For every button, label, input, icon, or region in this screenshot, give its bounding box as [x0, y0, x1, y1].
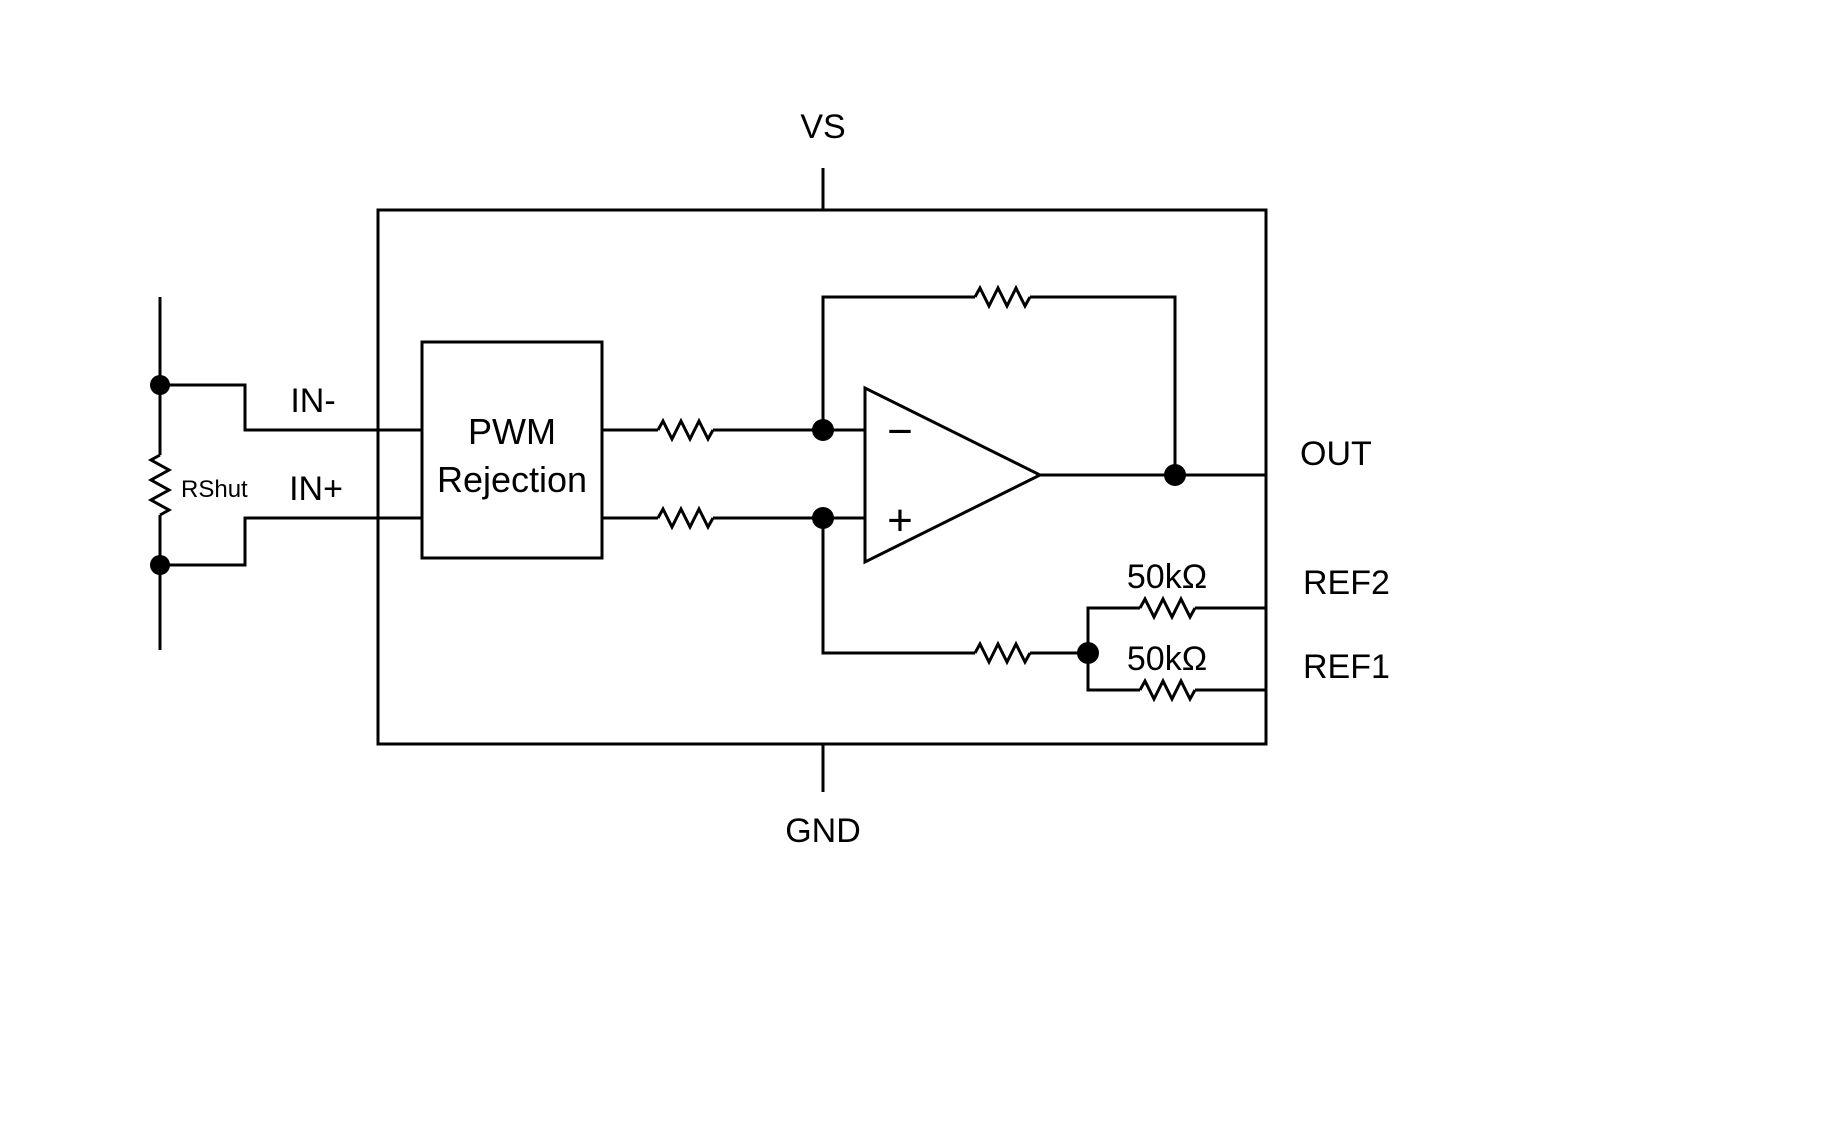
in-minus-pin-label: IN-: [290, 382, 335, 420]
pwm-block-label-line2: Rejection: [437, 459, 587, 500]
ref2-resistor-value-label: 50kΩ: [1127, 558, 1207, 596]
in-plus-input-wire: [160, 516, 422, 567]
reference-divider-junction-dot: [1077, 642, 1099, 664]
ref1-branch-wire-left: [1086, 653, 1140, 692]
noninverting-input-resistor: [656, 505, 715, 531]
feedback-bottom-wire-left: [821, 518, 975, 655]
feedback-top-resistor: [973, 284, 1032, 310]
noninverting-input-junction-dot: [812, 507, 834, 529]
pwm-rejection-block: [420, 340, 604, 560]
opamp-triangle: [863, 385, 1044, 565]
in-minus-input-wire: [160, 383, 422, 432]
inverting-input-junction-dot: [812, 419, 834, 441]
ref2-resistor: [1138, 595, 1197, 621]
out-pin-label: OUT: [1300, 435, 1372, 473]
feedback-top-wire-right: [1030, 295, 1177, 475]
shunt-bottom-junction-dot: [150, 555, 170, 575]
shunt-top-junction-dot: [150, 375, 170, 395]
output-feedback-junction-dot: [1164, 464, 1186, 486]
in-plus-pin-label: IN+: [289, 470, 343, 508]
ref1-resistor-value-label: 50kΩ: [1127, 640, 1207, 678]
feedback-bottom-resistor: [973, 640, 1032, 666]
opamp-noninverting-input-sign: +: [887, 496, 913, 545]
pwm-block-label-line1: PWM: [468, 411, 556, 452]
gnd-pin-label: GND: [785, 812, 861, 850]
opamp-inverting-input-sign: −: [887, 407, 913, 456]
vs-pin-label: VS: [800, 108, 845, 146]
shunt-resistor-label: RShut: [181, 476, 248, 503]
ref2-branch-wire-left: [1086, 606, 1140, 653]
ref2-pin-label: REF2: [1303, 564, 1390, 602]
feedback-top-wire-left: [821, 295, 975, 430]
inverting-input-resistor: [656, 417, 715, 443]
ref1-pin-label: REF1: [1303, 648, 1390, 686]
ref1-resistor: [1138, 677, 1197, 703]
shunt-resistor: [147, 453, 173, 517]
